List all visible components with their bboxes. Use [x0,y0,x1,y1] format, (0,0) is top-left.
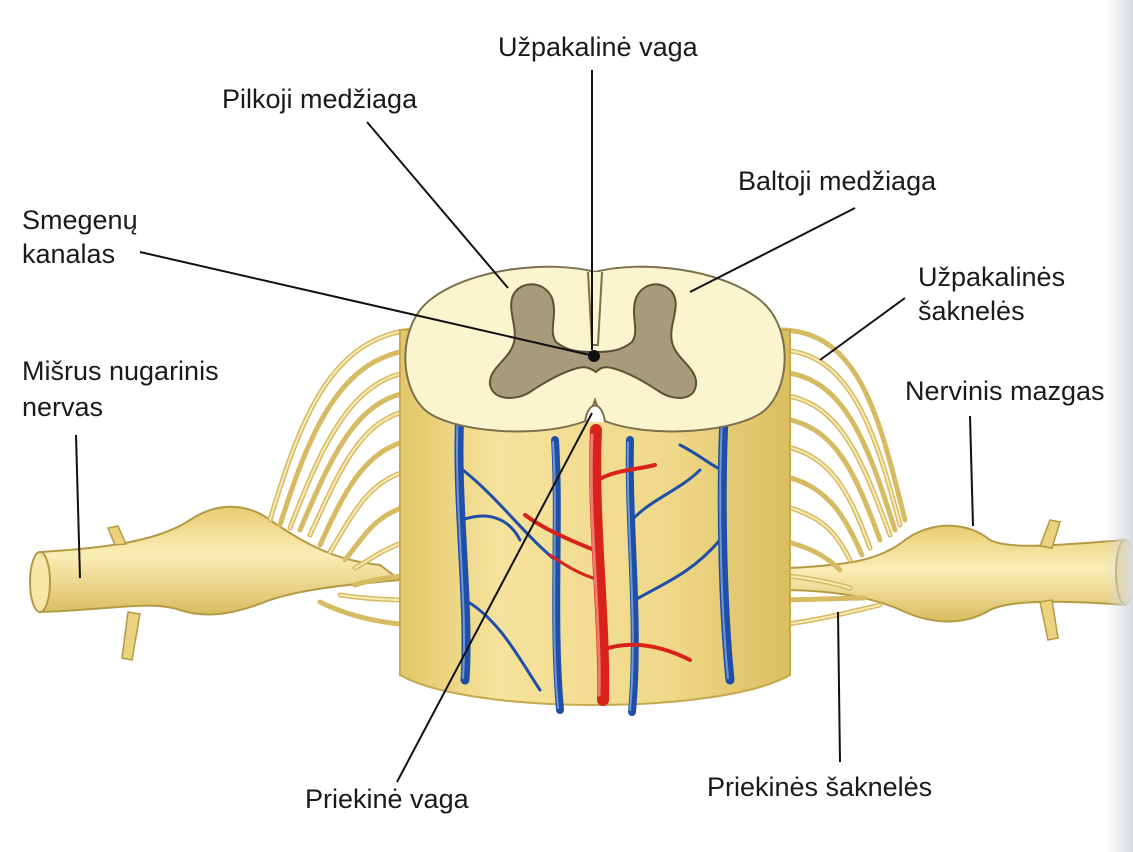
label-central-canal-line1: Smegenų [22,205,138,235]
label-posterior-sulcus: Užpakalinė vaga [498,32,698,62]
central-canal [588,350,600,362]
artery-highlight [589,433,601,697]
leader-white-matter [689,207,856,293]
left-spinal-nerve [29,505,403,661]
veins-highlight [456,401,729,711]
label-spinal-nerve-line1: Mišrus nugarinis [22,356,219,386]
veins [454,395,735,716]
label-ventral-roots: Priekinės šaknelės [707,772,933,802]
label-white-matter: Baltoji medžiaga [738,166,937,196]
label-anterior-fissure: Priekinė vaga [305,784,469,814]
label-dorsal-roots-line2: šaknelės [918,296,1025,326]
label-gray-matter: Pilkoji medžiaga [222,84,418,114]
label-ganglion: Nervinis mazgas [905,376,1105,406]
page-edge-shadow [1105,0,1133,852]
left-rootlets-highlight [269,329,411,601]
right-spinal-nerve [778,519,1133,641]
leader-spinal-nerve [75,434,81,579]
label-central-canal-line2: kanalas [22,239,116,269]
gray-matter-shape [488,283,698,399]
leader-lines [75,70,974,783]
leader-anterior-fissure [396,412,593,783]
leader-ganglion [969,415,974,527]
label-spinal-nerve-line2: nervas [22,392,104,422]
leader-gray-matter [366,121,509,289]
leader-ventral-roots [837,611,841,763]
label-dorsal-roots-line1: Užpakalinės [918,262,1066,292]
leader-central-canal [139,251,595,357]
right-rootlets-highlight [779,349,901,626]
leader-dorsal-roots [819,297,906,361]
